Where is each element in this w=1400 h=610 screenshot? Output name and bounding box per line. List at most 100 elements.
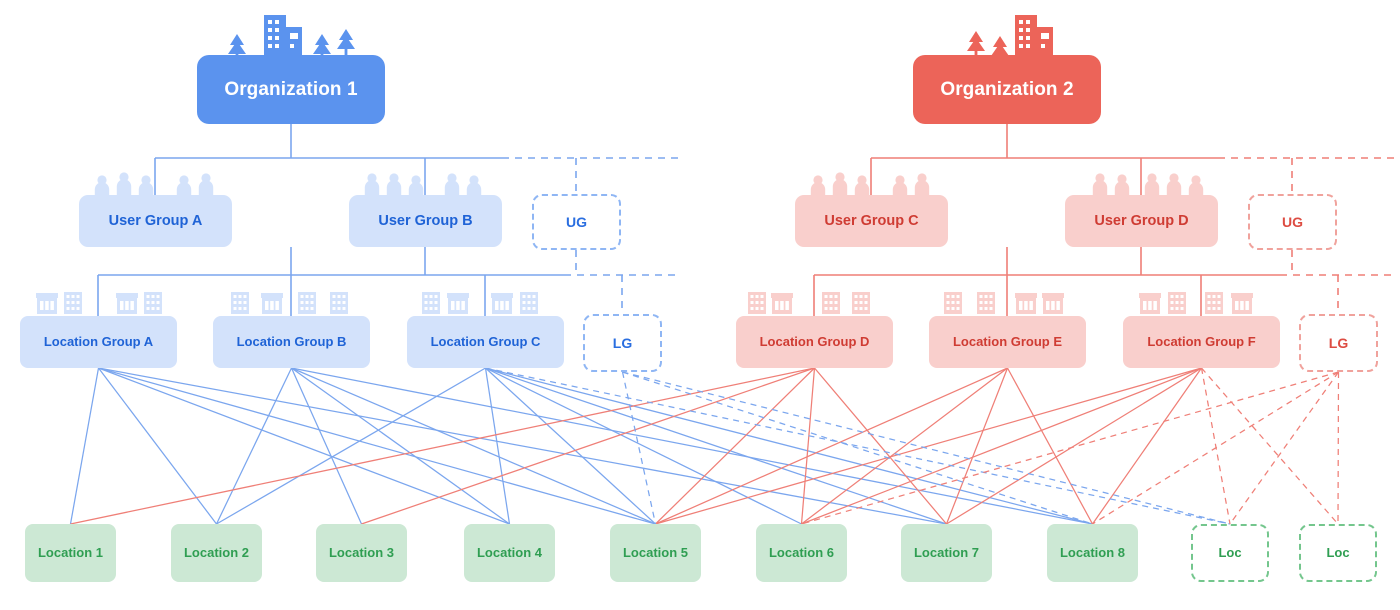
location-node-6[interactable]: Location 6	[756, 524, 847, 582]
crosslink-lgf-to-loc6	[801, 367, 1202, 525]
placeholder-label: UG	[1282, 213, 1303, 230]
crosslink-lg-ghost-1-to-loc5	[621, 371, 657, 525]
crosslink-lgc-to-loc5	[485, 367, 656, 525]
crosslink-lg-ghost-2-to-loc-ghost-2	[1337, 371, 1340, 525]
crosslink-lgc-to-loc8	[485, 367, 1093, 525]
crosslink-lg-ghost-2-to-loc-ghost-1	[1229, 371, 1340, 525]
crosslink-lgb-to-loc8	[291, 367, 1093, 525]
crosslink-lgc-to-loc4	[484, 367, 511, 525]
crosslink-lgf-to-loc-ghost-1	[1200, 367, 1231, 525]
location-label: Location 6	[768, 544, 834, 560]
location-group-label: Location Group D	[759, 333, 870, 349]
org2-tree-connectors	[813, 124, 1280, 316]
location-group-node-f[interactable]: Location Group F	[1123, 316, 1280, 368]
crosslink-lge-to-loc8	[1006, 367, 1094, 525]
location-node-2[interactable]: Location 2	[171, 524, 262, 582]
crosslink-lgd-to-loc3	[361, 367, 815, 525]
crosslink-lgc-to-loc6	[485, 367, 802, 525]
crosslink-lgf-to-loc8	[1091, 367, 1203, 525]
crosslink-group-red-solid	[70, 367, 1203, 525]
crosslink-lg-ghost-1-to-loc8	[622, 371, 1093, 525]
location-label: Location 3	[328, 544, 394, 560]
location-group-node-d[interactable]: Location Group D	[736, 316, 893, 368]
location-label: Location 1	[37, 544, 103, 560]
user-group-placeholder-1[interactable]: UG	[532, 194, 621, 250]
user-group-label: User Group B	[378, 212, 473, 229]
location-node-3[interactable]: Location 3	[316, 524, 407, 582]
user-group-placeholder-2[interactable]: UG	[1248, 194, 1337, 250]
org-node-organization-1[interactable]: Organization 1	[197, 55, 385, 124]
crosslink-lge-to-loc6	[801, 367, 1008, 525]
user-group-node-b[interactable]: User Group B	[349, 195, 502, 247]
user-group-label: User Group C	[824, 212, 919, 229]
user-group-label: User Group A	[108, 212, 203, 229]
crosslink-lg-ghost-1-to-loc-ghost-1	[622, 371, 1231, 525]
crosslink-lgc-to-loc-ghost-1	[485, 367, 1231, 525]
crosslink-lge-to-loc7	[945, 367, 1009, 525]
location-group-node-e[interactable]: Location Group E	[929, 316, 1086, 368]
crosslink-lga-to-loc7	[98, 367, 947, 525]
location-group-label: Location Group F	[1147, 333, 1256, 349]
location-group-node-c[interactable]: Location Group C	[407, 316, 564, 368]
location-label: Location 7	[913, 544, 979, 560]
location-label: Location 5	[622, 544, 688, 560]
location-node-8[interactable]: Location 8	[1047, 524, 1138, 582]
location-group-label: Location Group A	[43, 333, 154, 349]
user-group-label: User Group D	[1094, 212, 1189, 229]
crosslink-lgb-to-loc5	[291, 367, 656, 525]
user-group-node-c[interactable]: User Group C	[795, 195, 948, 247]
org1-ghost-connectors	[502, 157, 680, 314]
crosslink-lga-to-loc5	[98, 367, 656, 525]
crosslink-lg-ghost-2-to-loc8	[1092, 371, 1339, 525]
location-label: Location 8	[1059, 544, 1125, 560]
crosslink-lgc-to-loc2	[216, 367, 486, 525]
location-placeholder-2[interactable]: Loc	[1299, 524, 1377, 582]
crosslink-lge-to-loc5	[655, 367, 1008, 525]
org-label: Organization 1	[224, 78, 358, 100]
placeholder-label: Loc	[1218, 544, 1242, 560]
location-group-label: Location Group C	[430, 333, 541, 349]
crosslink-lga-to-loc4	[98, 367, 510, 525]
location-group-placeholder-2[interactable]: LG	[1299, 314, 1378, 372]
crosslink-group-red-dashed	[801, 367, 1340, 525]
location-node-4[interactable]: Location 4	[464, 524, 555, 582]
crosslink-lgb-to-loc3	[290, 367, 363, 525]
crosslink-group-blue-solid	[69, 367, 1093, 525]
org1-tree-connectors	[97, 124, 564, 316]
location-node-7[interactable]: Location 7	[901, 524, 992, 582]
user-group-node-d[interactable]: User Group D	[1065, 195, 1218, 247]
location-group-node-b[interactable]: Location Group B	[213, 316, 370, 368]
crosslink-lga-to-loc2	[98, 367, 217, 525]
org-node-organization-2[interactable]: Organization 2	[913, 55, 1101, 124]
crosslink-lgf-to-loc7	[946, 367, 1202, 525]
crosslink-lgf-to-loc-ghost-2	[1201, 367, 1339, 525]
location-group-node-a[interactable]: Location Group A	[20, 316, 177, 368]
location-label: Location 2	[183, 544, 249, 560]
placeholder-label: LG	[612, 334, 633, 351]
location-group-placeholder-1[interactable]: LG	[583, 314, 662, 372]
crosslink-lga-to-loc1	[69, 367, 100, 525]
crosslink-lgd-to-loc6	[800, 367, 816, 525]
location-node-1[interactable]: Location 1	[25, 524, 116, 582]
crosslink-lgb-to-loc4	[291, 367, 510, 525]
crosslink-lg-ghost-2-to-loc6	[801, 371, 1339, 525]
org-label: Organization 2	[940, 78, 1074, 100]
crosslink-lgc-to-loc7	[485, 367, 947, 525]
location-label: Location 4	[476, 544, 542, 560]
placeholder-label: Loc	[1326, 544, 1350, 560]
location-placeholder-1[interactable]: Loc	[1191, 524, 1269, 582]
location-group-label: Location Group B	[236, 333, 347, 349]
crosslink-lgd-to-loc7	[814, 367, 947, 525]
placeholder-label: UG	[566, 213, 587, 230]
org2-ghost-connectors	[1218, 157, 1396, 314]
user-group-node-a[interactable]: User Group A	[79, 195, 232, 247]
location-node-5[interactable]: Location 5	[610, 524, 701, 582]
location-group-label: Location Group E	[952, 333, 1063, 349]
placeholder-label: LG	[1328, 334, 1349, 351]
crosslink-lgd-to-loc5	[655, 367, 815, 525]
crosslink-group-blue-dashed	[485, 367, 1231, 525]
crosslink-lgb-to-loc2	[215, 367, 293, 525]
